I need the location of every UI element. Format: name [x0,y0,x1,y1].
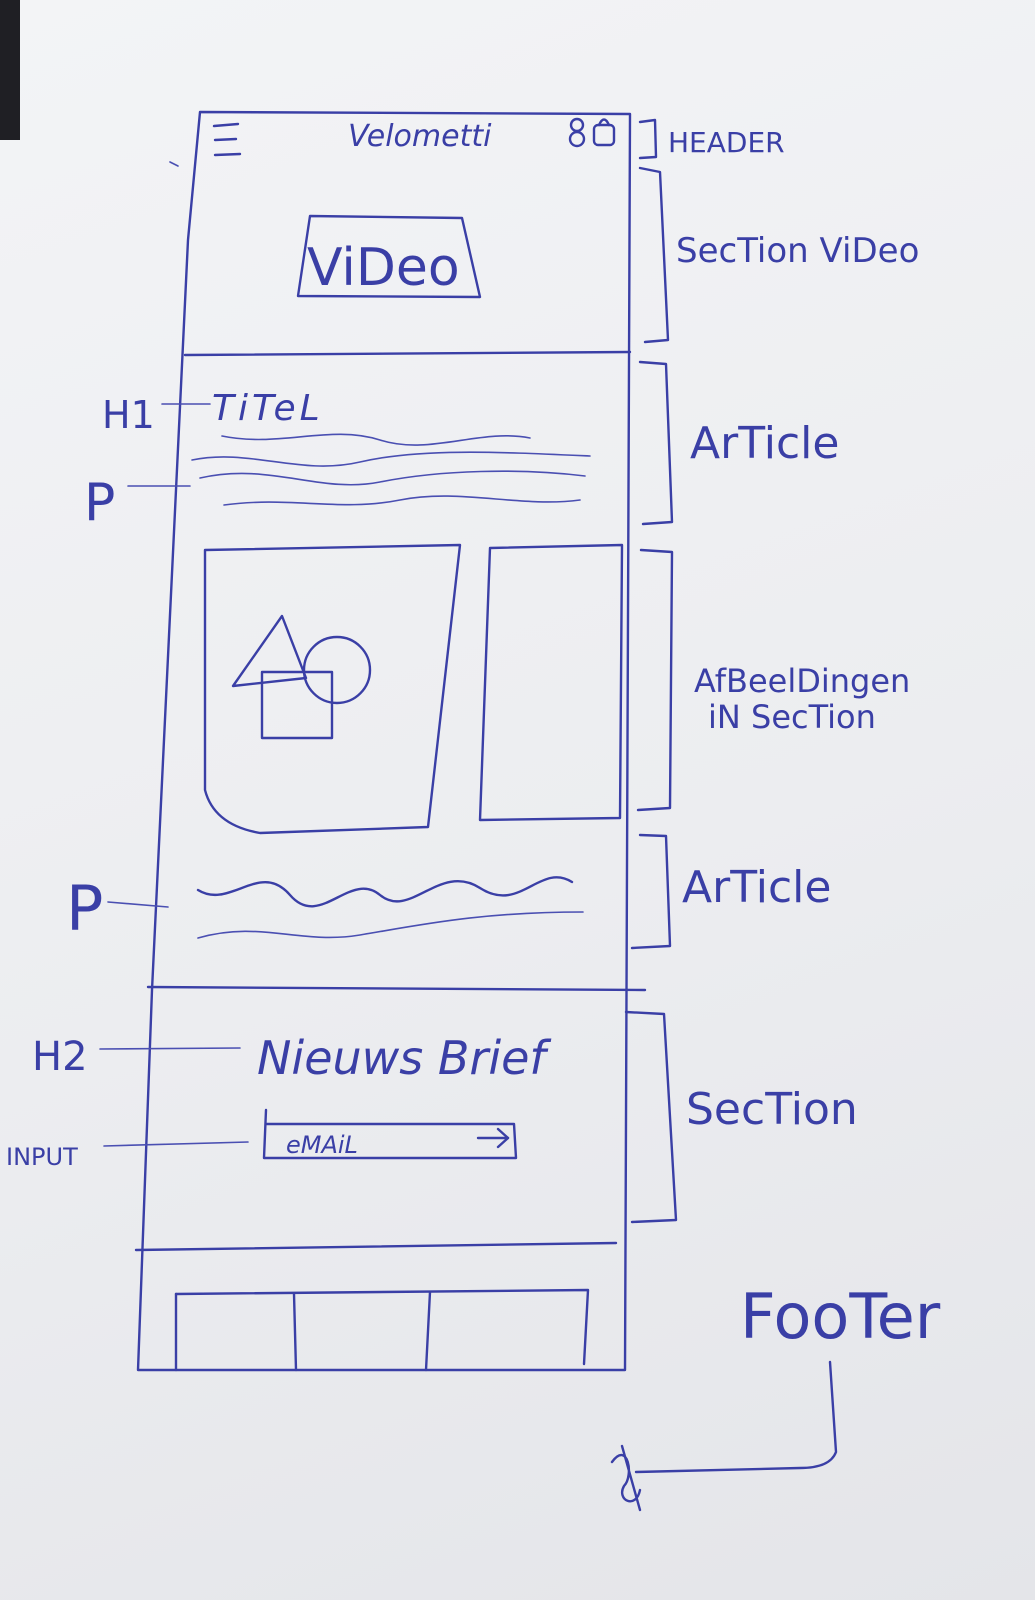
tag-h1: H1 [102,393,155,437]
email-placeholder: eMAiL [286,1131,358,1159]
tag-p2: P [66,872,103,945]
annotation-article-2: ArTicle [682,862,831,913]
bracket-section [624,1010,678,1224]
email-input[interactable]: eMAiL [262,1108,518,1160]
video-label: ViDeo [307,238,460,298]
article-1: TiTeL [191,388,591,506]
section-video: ViDeo [183,214,632,357]
brand-logo[interactable]: Velometti [348,119,492,154]
hamburger-icon[interactable] [212,122,242,157]
annotation-footer: FooTer [740,1280,941,1353]
shapes-placeholder-icon [231,614,372,740]
footer-arrow-line [634,1360,838,1474]
annotation-images-2: iN SecTion [708,698,876,736]
newsletter-heading: Nieuws Brief [257,1031,551,1085]
element-tags: H1 P P H2 INPUT [6,393,249,1171]
bracket-article-2 [630,833,672,950]
user-icon[interactable] [568,117,586,148]
header: Velometti [212,117,616,157]
article-2 [196,876,584,939]
table-edge [0,0,20,140]
bracket-header [638,118,658,160]
arrow-right-icon[interactable] [476,1127,510,1149]
tag-input: INPUT [6,1143,78,1171]
annotation-article-1: ArTicle [690,418,839,469]
video-placeholder[interactable]: ViDeo [296,214,482,299]
image-card-2[interactable] [478,543,624,822]
newsletter-section: Nieuws Brief eMAiL [257,1031,551,1160]
annotation-section-video: SecTion ViDeo [676,231,919,271]
article-divider [146,985,647,992]
phone-frame [136,110,632,1372]
images-section [203,543,624,835]
bracket-images [636,548,674,812]
bracket-video [638,166,670,344]
footer-column-divider [292,1292,298,1372]
annotations: HEADER SecTion ViDeo ArTicle AfBeelDinge… [610,118,941,1512]
bracket-article-1 [638,360,674,526]
annotation-images-1: AfBeelDingen [694,662,910,700]
footer-column-divider [424,1290,432,1372]
footer-divider [134,1241,618,1252]
tag-p1: P [84,473,115,533]
footer [174,1288,590,1372]
cart-icon[interactable] [592,118,616,147]
article-title: TiTeL [212,388,324,429]
annotation-header: HEADER [668,126,785,159]
tag-h2: H2 [32,1034,88,1080]
footer-arrow-head [610,1444,642,1512]
image-card-1[interactable] [203,543,462,835]
annotation-section: SecTion [686,1084,858,1135]
